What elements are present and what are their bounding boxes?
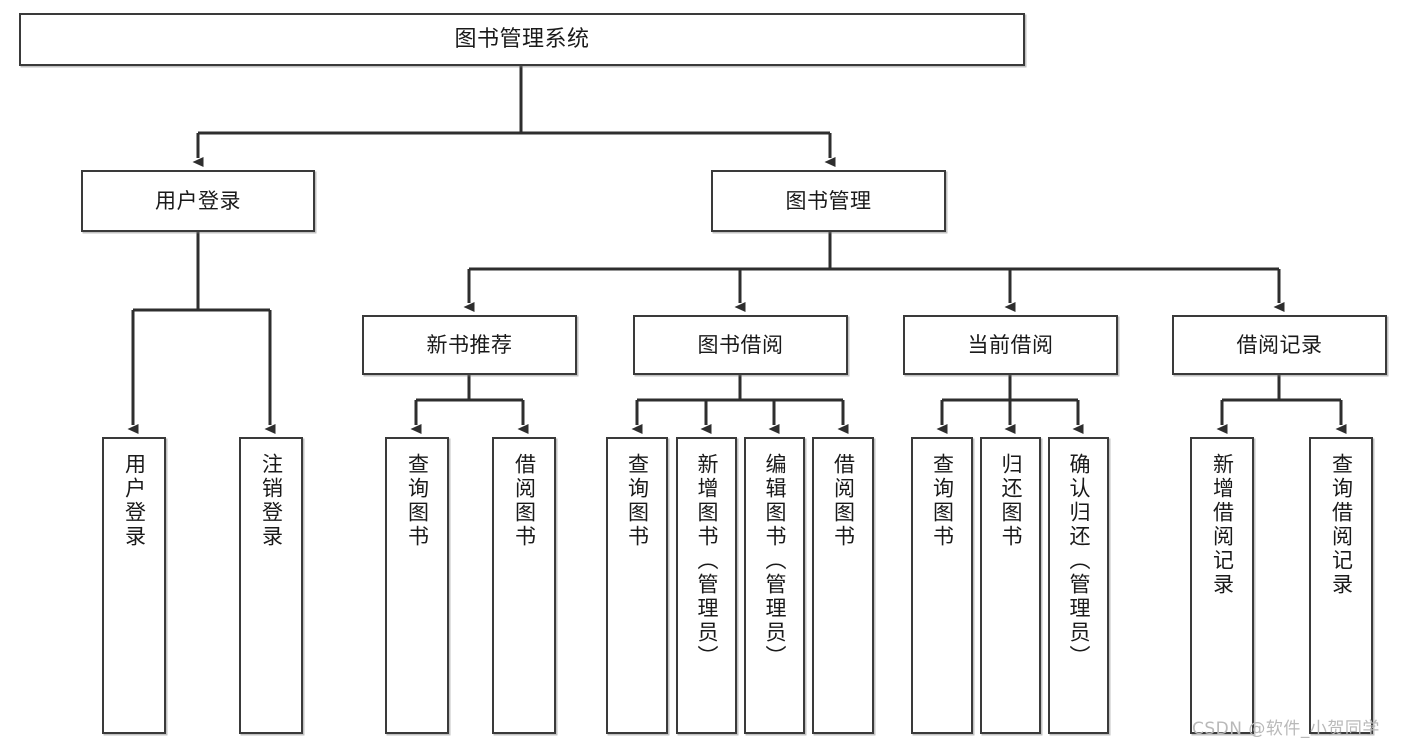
leaf-query-books-recommendation[interactable]: 查询图书: [385, 437, 449, 734]
node-label: 图书借阅: [697, 332, 784, 357]
node-label: 编辑图书（管理员）: [763, 453, 787, 669]
node-label: 查询借阅记录: [1329, 453, 1354, 597]
leaf-query-books-current[interactable]: 查询图书: [911, 437, 973, 734]
node-label: 查询图书: [405, 453, 430, 549]
leaf-logout[interactable]: 注销登录: [239, 437, 303, 734]
node-user-login[interactable]: 用户登录: [81, 170, 315, 232]
leaf-query-books-borrowing[interactable]: 查询图书: [606, 437, 668, 734]
leaf-query-borrow-record[interactable]: 查询借阅记录: [1309, 437, 1373, 734]
node-label: 用户登录: [155, 188, 241, 213]
node-label: 图书管理系统: [454, 26, 590, 52]
node-label: 确认归还（管理员）: [1067, 453, 1091, 669]
node-label: 注销登录: [259, 453, 284, 549]
leaf-return-books[interactable]: 归还图书: [980, 437, 1041, 734]
node-book-borrowing[interactable]: 图书借阅: [633, 315, 848, 375]
node-label: 借阅记录: [1236, 332, 1323, 357]
node-label: 当前借阅: [967, 332, 1054, 357]
leaf-user-login[interactable]: 用户登录: [102, 437, 166, 734]
node-label: 查询图书: [930, 453, 955, 549]
leaf-add-borrow-record[interactable]: 新增借阅记录: [1190, 437, 1254, 734]
node-label: 新书推荐: [426, 332, 513, 357]
node-label: 图书管理: [785, 188, 872, 213]
leaf-add-book-admin[interactable]: 新增图书（管理员）: [676, 437, 737, 734]
node-book-management[interactable]: 图书管理: [711, 170, 946, 232]
node-label: 归还图书: [999, 453, 1023, 549]
node-borrowing-records[interactable]: 借阅记录: [1172, 315, 1387, 375]
node-label: 查询图书: [625, 453, 650, 549]
node-current-borrowing[interactable]: 当前借阅: [903, 315, 1118, 375]
node-label: 新增图书（管理员）: [695, 453, 719, 669]
leaf-edit-book-admin[interactable]: 编辑图书（管理员）: [744, 437, 805, 734]
leaf-borrow-books-recommendation[interactable]: 借阅图书: [492, 437, 556, 734]
node-label: 借阅图书: [831, 453, 856, 549]
node-label: 用户登录: [122, 453, 147, 549]
leaf-borrow-books[interactable]: 借阅图书: [812, 437, 874, 734]
node-label: 新增借阅记录: [1210, 453, 1235, 597]
node-label: 借阅图书: [512, 453, 537, 549]
node-new-book-recommendation[interactable]: 新书推荐: [362, 315, 577, 375]
node-root-book-management-system[interactable]: 图书管理系统: [19, 13, 1025, 66]
leaf-confirm-return-admin[interactable]: 确认归还（管理员）: [1048, 437, 1109, 734]
